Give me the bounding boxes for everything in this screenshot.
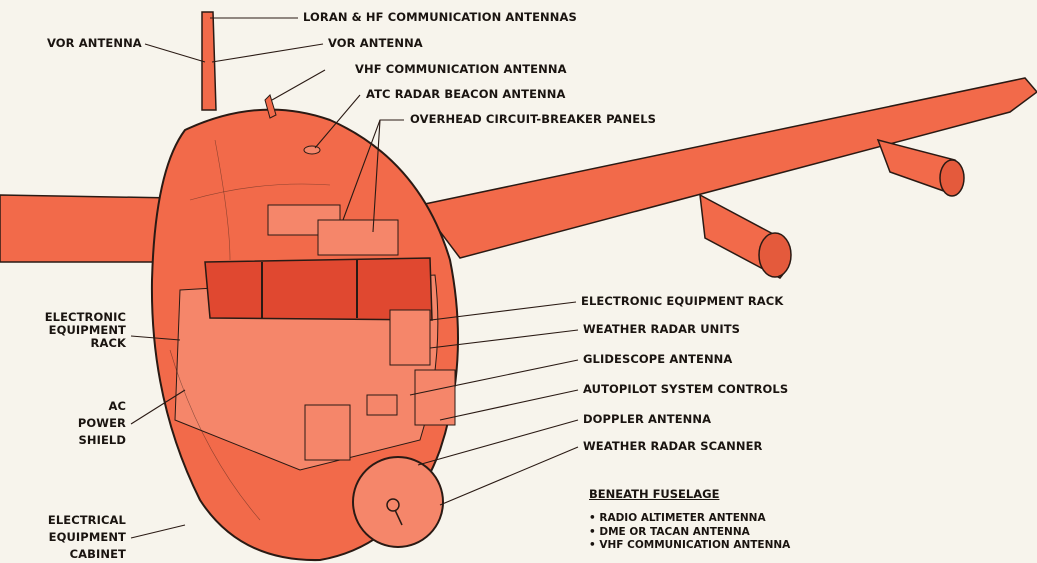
- electrical-cabinet: [305, 405, 350, 460]
- left-wing: [0, 195, 175, 262]
- autopilot-box: [367, 395, 397, 415]
- label-loran-antennas: LORAN & HF COMMUNICATION ANTENNAS: [303, 11, 577, 24]
- label-electrical-cabinet: ELECTRICAL EQUIPMENT CABINET: [26, 512, 126, 563]
- label-doppler: DOPPLER ANTENNA: [583, 413, 711, 426]
- label-electronic-rack-left: ELECTRONIC EQUIPMENT RACK: [26, 311, 126, 350]
- label-vhf-antenna: VHF COMMUNICATION ANTENNA: [355, 63, 567, 76]
- label-electronic-rack-right: ELECTRONIC EQUIPMENT RACK: [581, 295, 783, 308]
- label-glidescope: GLIDESCOPE ANTENNA: [583, 353, 732, 366]
- label-autopilot: AUTOPILOT SYSTEM CONTROLS: [583, 383, 788, 396]
- label-weather-radar-units: WEATHER RADAR UNITS: [583, 323, 740, 336]
- label-weather-scanner: WEATHER RADAR SCANNER: [583, 440, 762, 453]
- label-vor-antenna-right: VOR ANTENNA: [328, 37, 423, 50]
- inner-engine-inlet: [759, 233, 791, 277]
- list-item: • DME OR TACAN ANTENNA: [589, 526, 790, 540]
- label-overhead-panels: OVERHEAD CIRCUIT-BREAKER PANELS: [410, 113, 656, 126]
- label-ac-power-shield: AC POWER SHIELD: [26, 398, 126, 449]
- atc-beacon-dome: [304, 146, 320, 154]
- outer-engine-inlet: [940, 160, 964, 196]
- label-atc-beacon: ATC RADAR BEACON ANTENNA: [366, 88, 566, 101]
- beneath-fuselage-title: BENEATH FUSELAGE: [589, 487, 719, 501]
- equipment-rack-right: [390, 310, 430, 365]
- list-item: • VHF COMMUNICATION ANTENNA: [589, 539, 790, 553]
- overhead-panel-right: [318, 220, 398, 255]
- beneath-fuselage-list: • RADIO ALTIMETER ANTENNA • DME OR TACAN…: [589, 512, 790, 553]
- list-item: • RADIO ALTIMETER ANTENNA: [589, 512, 790, 526]
- loran-antenna-mast: [202, 12, 216, 110]
- label-vor-antenna-left: VOR ANTENNA: [47, 37, 142, 50]
